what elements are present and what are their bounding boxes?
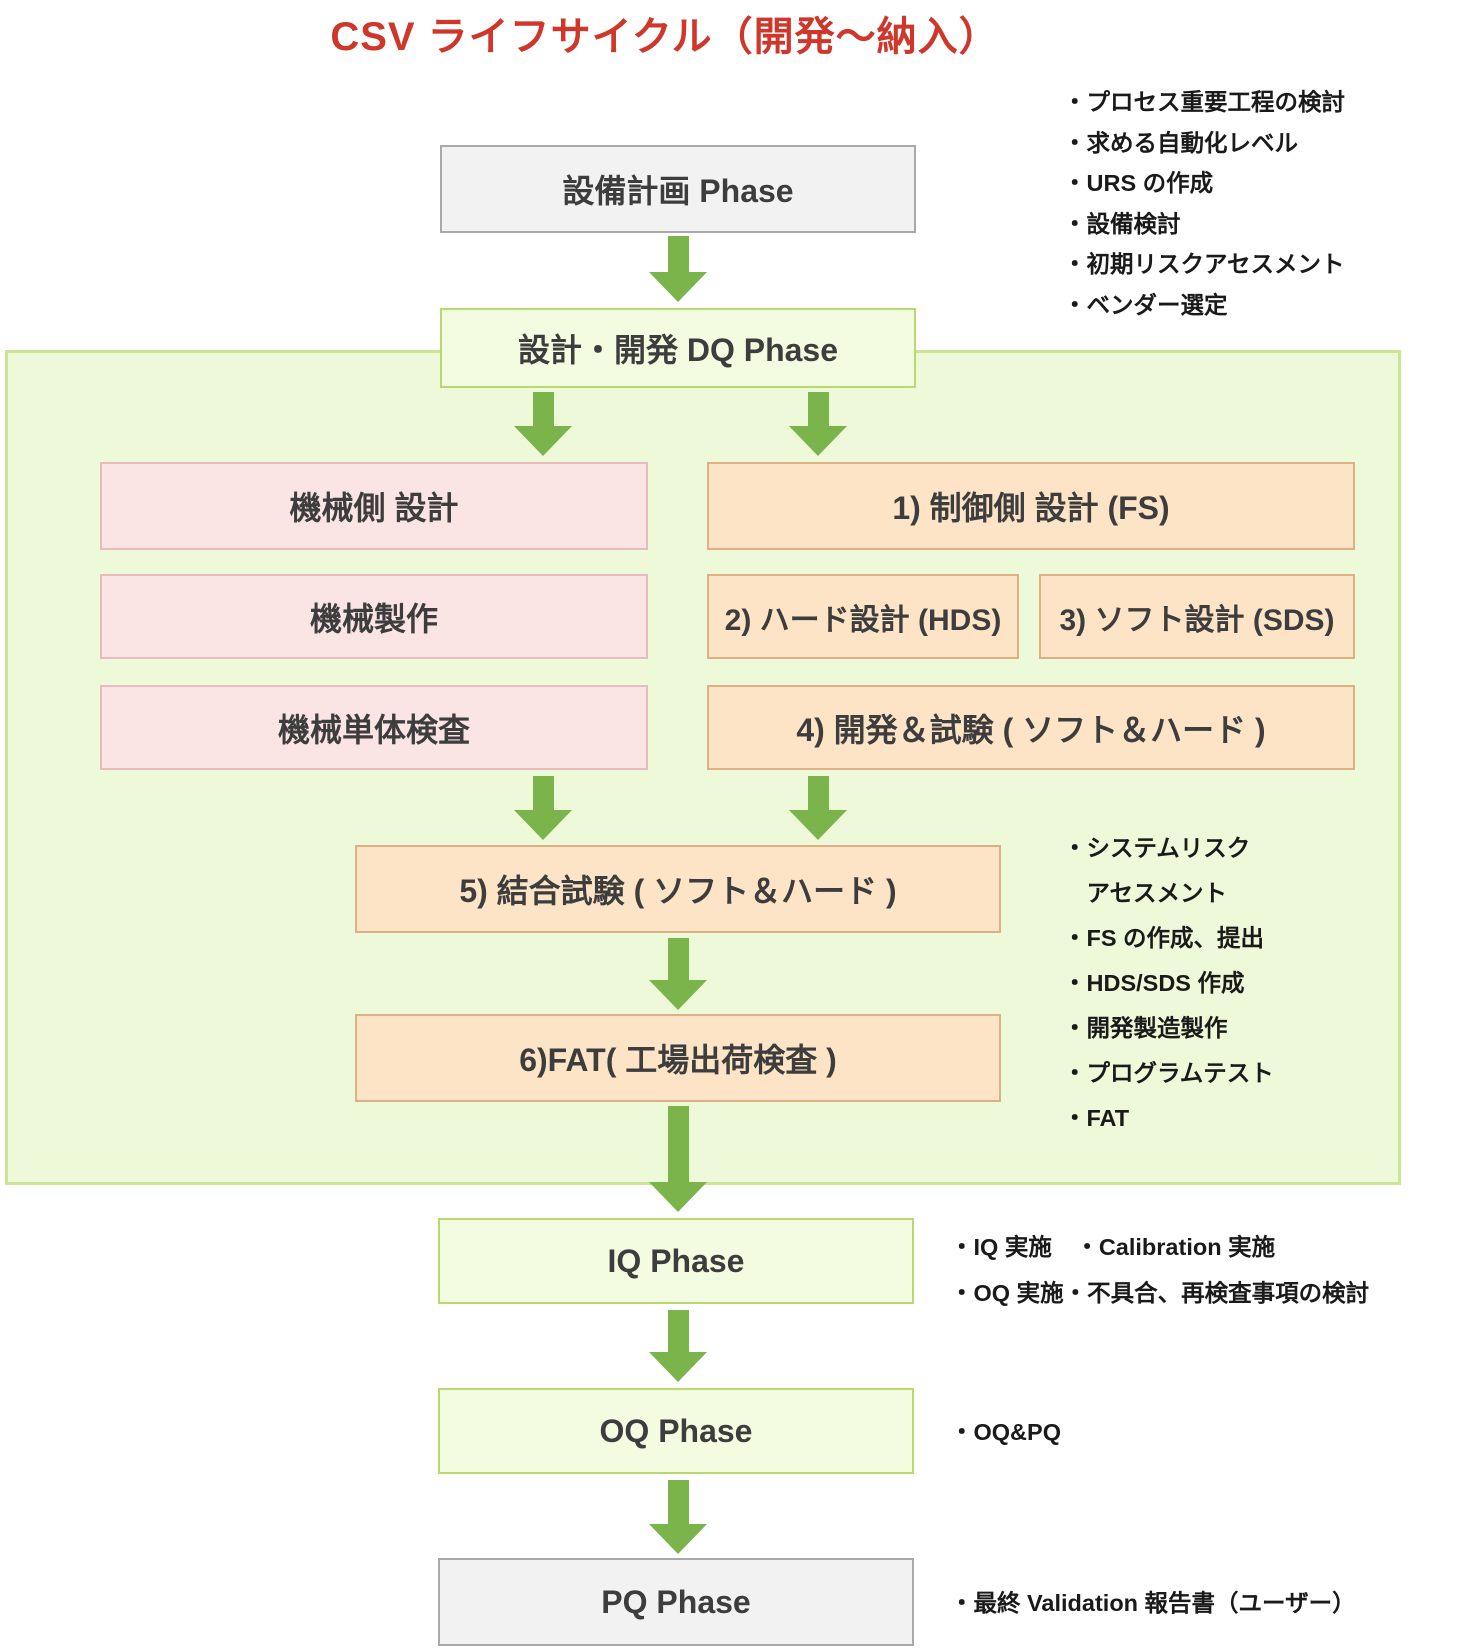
note-item: ・プロセス重要工程の検討 — [1063, 89, 1345, 115]
arrow-head — [789, 810, 847, 840]
integration-test-box: 5) 結合試験 ( ソフト＆ハード ) — [355, 845, 1001, 933]
note-item: アセスメント — [1063, 880, 1228, 906]
arrow-down-icon — [649, 1106, 707, 1212]
arrow-down-icon — [649, 1480, 707, 1554]
mechanical-unit-inspection-box: 機械単体検査 — [100, 685, 648, 770]
arrow-down-icon — [789, 392, 847, 456]
dq-notes-list: ・システムリスク アセスメント ・FS の作成、提出 ・HDS/SDS 作成 ・… — [1063, 826, 1274, 1141]
arrow-head — [649, 1352, 707, 1382]
arrow-head — [514, 810, 572, 840]
note-item: ・URS の作成 — [1063, 170, 1214, 196]
dev-and-test-box: 4) 開発＆試験 ( ソフト＆ハード ) — [707, 685, 1355, 770]
arrow-head — [789, 426, 847, 456]
note-item: ・システムリスク — [1063, 835, 1251, 861]
note-item: ・HDS/SDS 作成 — [1063, 970, 1245, 996]
arrow-head — [649, 272, 707, 302]
arrow-stem — [667, 1106, 689, 1182]
arrow-stem — [667, 1480, 689, 1524]
arrow-head — [649, 980, 707, 1010]
note-item: ・初期リスクアセスメント — [1063, 251, 1345, 277]
software-design-box: 3) ソフト設計 (SDS) — [1039, 574, 1355, 659]
iq-phase-box: IQ Phase — [438, 1218, 914, 1304]
fat-box: 6)FAT( 工場出荷検査 ) — [355, 1014, 1001, 1102]
note-item: ・FAT — [1063, 1105, 1130, 1131]
page-title: CSV ライフサイクル（開発～納入） — [330, 15, 1000, 59]
arrow-down-icon — [649, 1310, 707, 1382]
planning-notes-list: ・プロセス重要工程の検討 ・求める自動化レベル ・URS の作成 ・設備検討 ・… — [1063, 82, 1345, 325]
arrow-stem — [532, 776, 554, 810]
note-item: ・FS の作成、提出 — [1063, 925, 1265, 951]
note-item: ・開発製造製作 — [1063, 1015, 1228, 1041]
arrow-stem — [807, 392, 829, 426]
dq-phase-box: 設計・開発 DQ Phase — [440, 308, 916, 388]
arrow-down-icon — [789, 776, 847, 840]
note-item: ・求める自動化レベル — [1063, 129, 1298, 156]
arrow-stem — [807, 776, 829, 810]
arrow-down-icon — [514, 776, 572, 840]
hardware-design-box: 2) ハード設計 (HDS) — [707, 574, 1019, 659]
note-item: ・OQ 実施・不具合、再検査事項の検討 — [950, 1280, 1370, 1306]
equipment-planning-phase-box: 設備計画 Phase — [440, 145, 916, 233]
arrow-stem — [667, 1310, 689, 1352]
arrow-down-icon — [649, 236, 707, 302]
arrow-stem — [532, 392, 554, 426]
note-item: ・設備検討 — [1063, 210, 1181, 237]
oq-phase-box: OQ Phase — [438, 1388, 914, 1474]
note-item: ・プログラムテスト — [1063, 1060, 1274, 1086]
mechanical-build-box: 機械製作 — [100, 574, 648, 659]
arrow-head — [649, 1182, 707, 1212]
arrow-head — [514, 426, 572, 456]
pq-phase-box: PQ Phase — [438, 1558, 914, 1646]
iq-notes-list: ・IQ 実施 ・Calibration 実施 ・OQ 実施・不具合、再検査事項の… — [950, 1224, 1369, 1316]
arrow-stem — [667, 236, 689, 272]
note-item: ・ベンダー選定 — [1063, 291, 1228, 318]
pq-note: ・最終 Validation 報告書（ユーザー） — [950, 1590, 1356, 1616]
arrow-stem — [667, 938, 689, 980]
arrow-head — [649, 1524, 707, 1554]
oq-note: ・OQ&PQ — [950, 1419, 1061, 1445]
note-item: ・IQ 実施 ・Calibration 実施 — [950, 1234, 1276, 1260]
arrow-down-icon — [649, 938, 707, 1010]
mechanical-design-box: 機械側 設計 — [100, 462, 648, 550]
control-design-fs-box: 1) 制御側 設計 (FS) — [707, 462, 1355, 550]
arrow-down-icon — [514, 392, 572, 456]
